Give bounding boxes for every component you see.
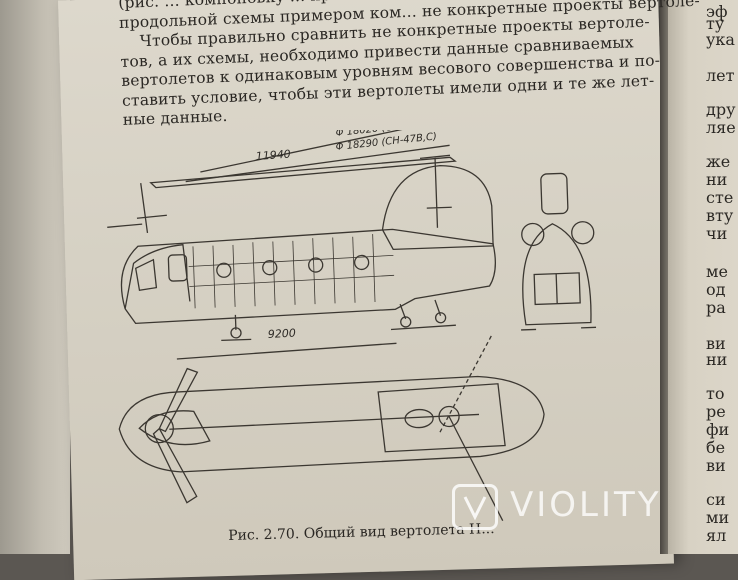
margin-fragment: бе: [706, 438, 726, 457]
front-door-window: [167, 254, 188, 282]
rear-pylon: [381, 165, 494, 251]
watermark: VIOLITY: [452, 480, 732, 536]
margin-fragment: ука: [706, 30, 735, 49]
margin-fragment: сте: [706, 188, 734, 207]
dim-line-rotor: [200, 130, 439, 173]
margin-fragment: фи: [706, 420, 730, 439]
margin-fragment: ял: [706, 526, 727, 545]
margin-fragment: ми: [706, 508, 730, 527]
margin-fragment: од: [706, 280, 726, 299]
dim-line-wheelbase: [176, 342, 397, 360]
porthole: [262, 260, 278, 276]
porthole: [216, 262, 232, 278]
front-view-windshield: [533, 272, 581, 306]
front-view: [521, 172, 597, 331]
cockpit-window: [134, 258, 158, 291]
top-view-nose: [138, 410, 211, 446]
front-view-pylon: [540, 172, 569, 215]
left-page-edge: [0, 0, 70, 554]
margin-fragment: лет: [706, 66, 735, 85]
top-view-blade: [152, 427, 198, 504]
fuselage-panels: [188, 234, 395, 309]
side-view: [107, 130, 497, 434]
margin-fragment: то: [706, 384, 725, 403]
landing-gear: [221, 299, 456, 342]
margin-fragment: же: [706, 152, 731, 171]
front-rotor-mast: [107, 183, 167, 234]
watermark-text: VIOLITY: [510, 485, 662, 525]
front-rotor-hub: [144, 413, 174, 444]
dim-label-wheelbase: 9200: [267, 327, 296, 341]
dim-label-spacing: 11940: [255, 148, 291, 163]
margin-fragment: эф: [706, 2, 728, 21]
porthole: [308, 257, 324, 273]
right-page: [668, 0, 738, 554]
margin-fragment: ви: [706, 334, 726, 353]
porthole: [353, 254, 370, 271]
section-pointer: [439, 335, 492, 434]
margin-fragment: ре: [706, 402, 726, 421]
front-view-fuselage: [522, 223, 592, 326]
margin-fragment: ни: [706, 170, 728, 189]
margin-fragment: дру: [706, 100, 736, 119]
margin-fragment: ни: [706, 350, 728, 369]
margin-fragment: си: [706, 490, 726, 509]
top-view-outline: [118, 375, 545, 473]
front-view-engine-left: [521, 222, 545, 247]
top-view: [118, 367, 545, 521]
top-view-blade: [158, 367, 199, 433]
margin-fragment: ту: [706, 14, 725, 33]
front-view-wheels: [521, 326, 597, 331]
front-view-engine-right: [571, 221, 595, 245]
cockpit: [124, 243, 191, 309]
rear-rotor-hub: [438, 405, 460, 428]
rear-rotor-mast: [419, 154, 452, 228]
top-view-blade-rear: [448, 416, 504, 521]
top-view-rear-pylon: [377, 383, 506, 453]
margin-fragment: ме: [706, 262, 728, 281]
dim-line-spacing: [185, 144, 450, 183]
body-text: (рис. ... компоновку ... примен ... прод…: [118, 0, 700, 130]
margin-fragment: ляе: [706, 118, 736, 137]
top-view-engine: [404, 408, 434, 429]
rotor-blade: [149, 156, 457, 189]
fuselage: [120, 228, 497, 325]
watermark-logo-icon: [452, 484, 498, 530]
helicopter-drawing: Φ 18020 (CH-47A) Φ 18290 (CH-47B,C) 1194…: [107, 130, 597, 521]
top-view-spine: [169, 413, 480, 430]
margin-fragment: ви: [706, 456, 726, 475]
margin-fragment: чи: [706, 224, 728, 243]
margin-fragment: ра: [706, 298, 726, 317]
margin-fragment: вту: [706, 206, 734, 225]
